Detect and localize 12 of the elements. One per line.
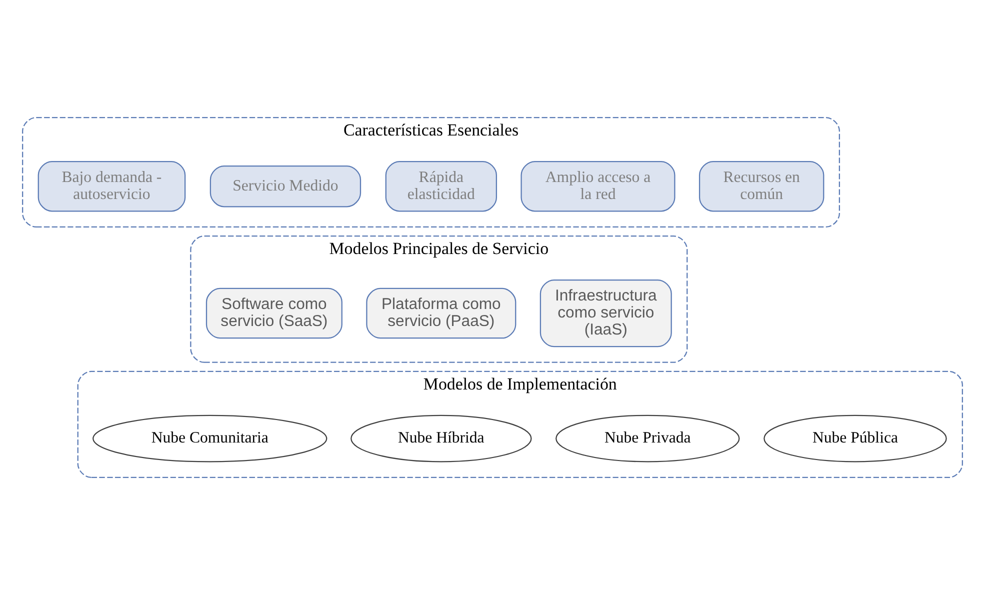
node-box: Plataforma como servicio (PaaS) (366, 287, 516, 338)
node-box: Rápida elasticidad (385, 160, 498, 212)
node-box: Software como servicio (SaaS) (206, 287, 342, 338)
node-box: Infraestructura como servicio (IaaS) (540, 278, 672, 347)
node-box: Amplio acceso a la red (520, 160, 676, 212)
node-box: Recursos en común (698, 160, 824, 212)
node-box: Bajo demanda - autoservicio (38, 160, 186, 212)
node-ellipse: Nube Privada (556, 414, 740, 462)
node-ellipse: Nube Pública (764, 414, 947, 462)
node-ellipse: Nube Comunitaria (92, 414, 328, 462)
node-box: Servicio Medido (210, 165, 362, 207)
node-ellipse: Nube Híbrida (350, 414, 532, 462)
